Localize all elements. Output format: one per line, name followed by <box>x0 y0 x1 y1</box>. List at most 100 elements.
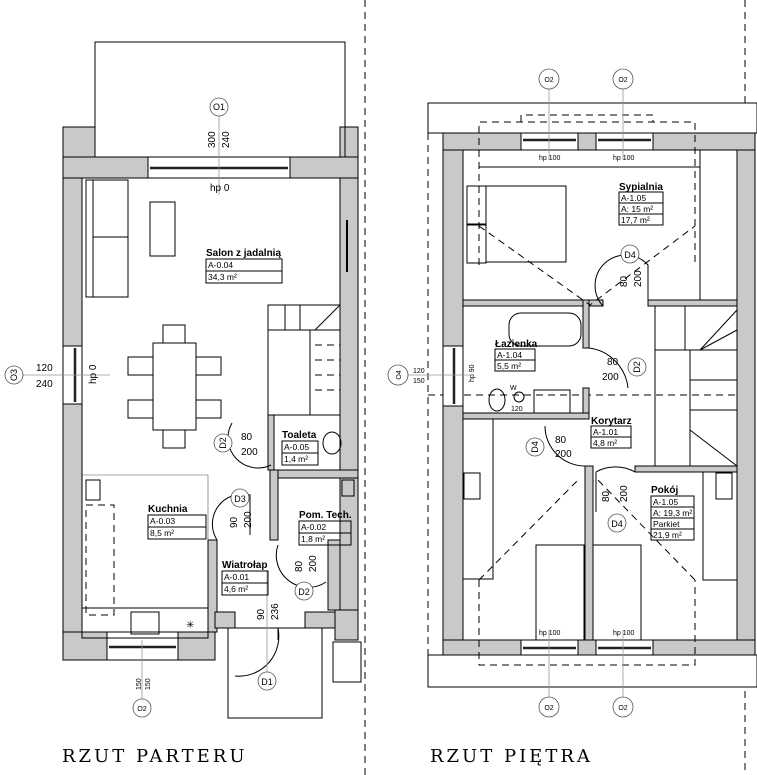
room-label-salon: Salon z jadalnią A-0.04 34,3 m² <box>205 248 283 284</box>
svg-text:A: 15 m²: A: 15 m² <box>621 204 653 214</box>
marker-o2: O2 <box>538 68 560 90</box>
svg-text:O2: O2 <box>544 705 553 712</box>
svg-text:80: 80 <box>241 432 253 443</box>
svg-text:hp 100: hp 100 <box>613 630 635 637</box>
svg-text:240: 240 <box>36 379 53 390</box>
bathtub <box>508 312 582 347</box>
svg-text:A-1.05: A-1.05 <box>653 497 678 507</box>
single-bed <box>592 544 642 641</box>
ventilation-duct <box>463 472 481 500</box>
svg-text:Pokój: Pokój <box>651 485 678 496</box>
door-swings <box>544 254 649 512</box>
svg-text:Korytarz: Korytarz <box>591 416 632 427</box>
marker-o2: O2 <box>132 698 152 718</box>
marker-o1: O1 <box>209 97 229 117</box>
marker-d2: D2 <box>213 433 233 453</box>
svg-text:4,8 m²: 4,8 m² <box>593 438 617 448</box>
marker-d4: D4 <box>620 244 640 264</box>
svg-text:hp 100: hp 100 <box>539 155 561 162</box>
wardrobe <box>699 149 738 301</box>
room-label-korytarz: Korytarz A-1.01 4,8 m² <box>590 416 632 449</box>
svg-text:240: 240 <box>221 131 232 148</box>
svg-text:A-0.03: A-0.03 <box>150 516 175 526</box>
svg-text:Wiatrołap: Wiatrołap <box>222 560 267 571</box>
svg-text:200: 200 <box>602 372 619 383</box>
svg-text:D4: D4 <box>530 441 540 453</box>
marker-d1: D1 <box>257 671 277 691</box>
svg-text:D2: D2 <box>632 361 642 373</box>
marker-d3: D3 <box>230 488 250 508</box>
svg-text:150: 150 <box>413 378 425 385</box>
svg-text:D1: D1 <box>261 677 273 687</box>
svg-text:200: 200 <box>241 447 258 458</box>
svg-text:1,4 m²: 1,4 m² <box>284 454 308 464</box>
svg-text:D4: D4 <box>611 519 623 529</box>
svg-text:17,7 m²: 17,7 m² <box>621 215 650 225</box>
svg-text:90: 90 <box>256 608 267 620</box>
double-bed <box>485 185 567 263</box>
svg-text:D2: D2 <box>298 587 310 597</box>
svg-text:hp 0: hp 0 <box>210 183 230 194</box>
marker-d4: D4 <box>525 437 545 457</box>
svg-text:80: 80 <box>555 435 567 446</box>
ground-floor-plan: ✳ O1 O2 O3 D1 D2 D2 D3 300 240 hp 0 hp 0… <box>4 0 366 775</box>
svg-text:A-1.05: A-1.05 <box>621 193 646 203</box>
svg-text:Pom. Tech.: Pom. Tech. <box>299 510 352 521</box>
svg-text:A-0.04: A-0.04 <box>208 260 233 270</box>
svg-text:120: 120 <box>511 406 523 413</box>
marker-o3: O3 <box>4 365 24 385</box>
svg-text:A-0.05: A-0.05 <box>284 442 309 452</box>
svg-text:80: 80 <box>294 560 305 572</box>
svg-text:8,5 m²: 8,5 m² <box>150 528 174 538</box>
roof-slope-lines <box>478 114 700 666</box>
marker-d2: D2 <box>627 357 647 377</box>
room-label-sypialnia: Sypialnia A-1.05 A: 15 m² 17,7 m² <box>618 182 664 226</box>
svg-text:200: 200 <box>555 449 572 460</box>
svg-text:hp 100: hp 100 <box>613 155 635 162</box>
marker-d2: D2 <box>294 581 314 601</box>
svg-text:O2: O2 <box>618 77 627 84</box>
entrance-porch <box>227 627 323 719</box>
washbasin <box>533 389 571 414</box>
marker-o4: O4 <box>387 364 409 386</box>
svg-text:4,6 m²: 4,6 m² <box>224 584 248 594</box>
room-label-pom-tech: Pom. Tech. A-0.02 1,8 m² <box>298 510 352 546</box>
svg-text:236: 236 <box>270 603 281 620</box>
ventilation-duct <box>341 479 355 497</box>
svg-text:80: 80 <box>601 490 612 502</box>
svg-text:Sypialnia: Sypialnia <box>619 182 663 193</box>
svg-text:A-1.04: A-1.04 <box>497 350 522 360</box>
stove <box>130 611 160 635</box>
furniture <box>462 149 738 641</box>
walls <box>62 126 359 661</box>
svg-text:A: 19,3 m²: A: 19,3 m² <box>653 508 692 518</box>
roof-edge-bottom <box>427 654 757 688</box>
svg-text:O3: O3 <box>9 369 19 381</box>
dimensions: 300 240 hp 0 hp 0 120 240 80 200 90 200 … <box>36 131 319 690</box>
svg-text:150: 150 <box>145 678 152 690</box>
svg-text:200: 200 <box>308 555 319 572</box>
room-label-pokoj: Pokój A-1.05 A: 19,3 m² Parkiet 21,9 m² <box>650 485 695 541</box>
ventilation-duct <box>85 479 101 501</box>
toilet <box>488 388 506 412</box>
svg-text:O2: O2 <box>618 705 627 712</box>
svg-text:120: 120 <box>36 363 53 374</box>
dining-table <box>152 342 197 431</box>
dimensions: hp 100 hp 100 hp 100 hp 100 hp 90 120 15… <box>413 155 644 637</box>
kitchen-counter <box>85 504 115 616</box>
svg-text:O2: O2 <box>137 706 146 713</box>
svg-text:hp 100: hp 100 <box>539 630 561 637</box>
svg-text:120: 120 <box>413 368 425 375</box>
wardrobe <box>462 418 494 580</box>
room-label-lazienka: Łazienka A-1.04 5,5 m² <box>494 339 538 372</box>
svg-text:90: 90 <box>229 516 240 528</box>
svg-text:O4: O4 <box>396 370 403 379</box>
svg-text:O1: O1 <box>213 102 225 112</box>
svg-text:300: 300 <box>207 131 218 148</box>
svg-text:Parkiet: Parkiet <box>653 519 680 529</box>
staircase <box>654 305 738 467</box>
wardrobe <box>702 471 738 581</box>
svg-text:200: 200 <box>619 485 630 502</box>
svg-text:1,8 m²: 1,8 m² <box>301 534 325 544</box>
